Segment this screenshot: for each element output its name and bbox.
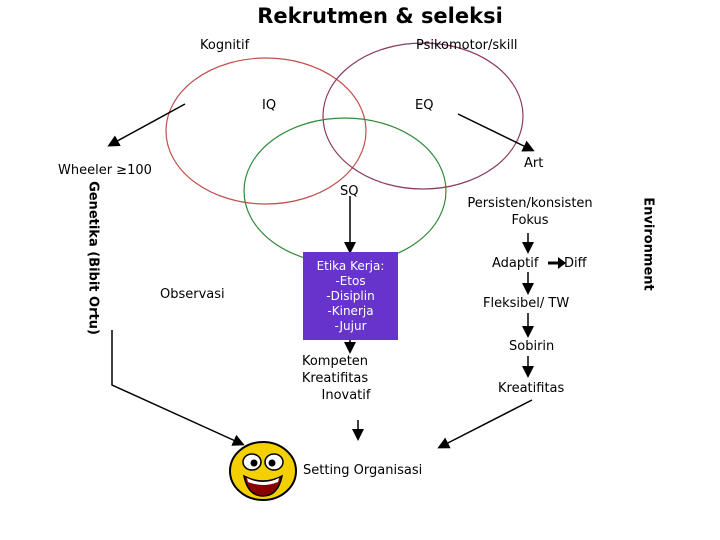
fleksibel-label: Fleksibel/ TW <box>483 296 570 311</box>
environment-label: Environment <box>640 197 656 291</box>
psikomotor-label: Psikomotor/skill <box>416 38 518 53</box>
kognitif-label: Kognitif <box>200 38 250 53</box>
art-label: Art <box>524 156 544 171</box>
eq-circle <box>322 42 524 190</box>
adaptif-label: Adaptif <box>492 256 539 271</box>
smiley-face-icon <box>229 441 297 501</box>
observasi-label: Observasi <box>160 287 225 302</box>
arrow-to-wheeler <box>107 103 186 147</box>
iq-label: IQ <box>262 98 277 113</box>
genetika-label: Genetika (Bibit Ortu) <box>85 181 101 335</box>
wheeler-label: Wheeler ≥100 <box>58 163 152 178</box>
arrow-right-icon <box>548 257 566 269</box>
inovatif-label: Inovatif <box>321 387 371 403</box>
etika-line: -Kinerja <box>327 303 374 318</box>
iq-circle <box>165 57 367 205</box>
etika-kerja-box: Etika Kerja: -Etos -Disiplin -Kinerja -J… <box>303 252 398 340</box>
etika-line: -Etos <box>335 273 366 288</box>
etika-line: -Jujur <box>334 318 367 333</box>
persisten-block: Persisten/konsisten Fokus <box>450 196 610 230</box>
arrow-to-art <box>457 113 535 152</box>
sobirin-label: Sobirin <box>509 339 555 354</box>
etika-line: -Disiplin <box>326 288 375 303</box>
sq-label: SQ <box>340 184 359 199</box>
etika-line: Etika Kerja: <box>316 258 385 273</box>
diff-label: Diff <box>564 256 587 271</box>
fokus-label: Fokus <box>511 212 549 228</box>
arrow-kreatifitas-to-face <box>437 399 533 449</box>
page-title: Rekrutmen & seleksi <box>257 4 503 28</box>
eq-label: EQ <box>415 98 434 113</box>
genetika-line <box>111 330 245 446</box>
kreatifitas-label: Kreatifitas <box>301 370 369 386</box>
persisten-label: Persisten/konsisten <box>467 196 593 211</box>
kreatifitas-right-label: Kreatifitas <box>498 381 565 396</box>
setting-organisasi-label: Setting Organisasi <box>303 463 423 478</box>
kompeten-label: Kompeten <box>301 354 369 369</box>
center-stack: Kompeten Kreatifitas Inovatif <box>290 354 380 405</box>
